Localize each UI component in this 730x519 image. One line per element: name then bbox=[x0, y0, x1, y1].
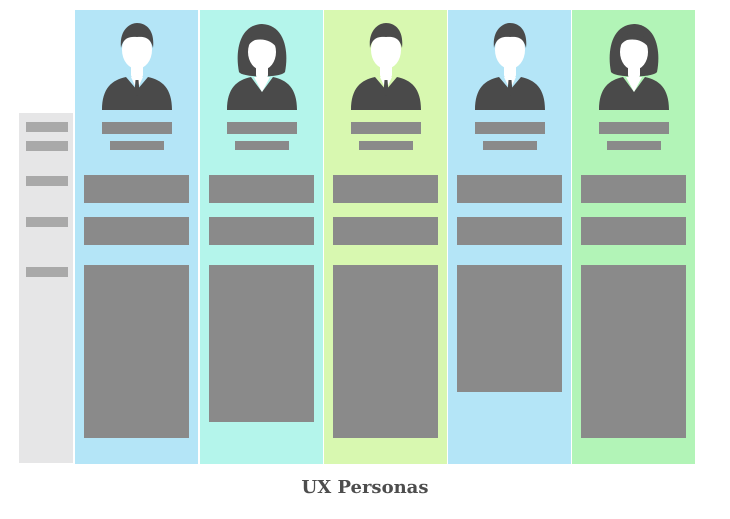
row-label-role bbox=[26, 141, 68, 151]
persona-notes-placeholder bbox=[84, 265, 189, 438]
persona-section-1-placeholder bbox=[457, 175, 562, 203]
persona-name-placeholder bbox=[102, 122, 172, 134]
persona-section-2-placeholder bbox=[333, 217, 438, 245]
persona-column bbox=[323, 10, 447, 464]
persona-role-placeholder bbox=[607, 141, 661, 150]
persona-column bbox=[199, 10, 323, 464]
persona-role-placeholder bbox=[235, 141, 289, 150]
persona-section-2-placeholder bbox=[209, 217, 314, 245]
persona-section-2-placeholder bbox=[457, 217, 562, 245]
persona-role-placeholder bbox=[359, 141, 413, 150]
row-label-section-3 bbox=[26, 267, 68, 277]
persona-section-2-placeholder bbox=[84, 217, 189, 245]
diagram-caption: UX Personas bbox=[301, 477, 429, 498]
persona-name-placeholder bbox=[475, 122, 545, 134]
persona-section-1-placeholder bbox=[333, 175, 438, 203]
female-avatar-icon bbox=[597, 22, 671, 110]
persona-column bbox=[447, 10, 571, 464]
female-avatar-icon bbox=[225, 22, 299, 110]
persona-notes-placeholder bbox=[209, 265, 314, 422]
persona-column bbox=[571, 10, 695, 464]
persona-column bbox=[75, 10, 198, 464]
male-avatar-icon bbox=[100, 22, 174, 110]
persona-name-placeholder bbox=[227, 122, 297, 134]
row-label-column bbox=[19, 113, 73, 463]
row-label-section-2 bbox=[26, 217, 68, 227]
persona-notes-placeholder bbox=[333, 265, 438, 438]
persona-role-placeholder bbox=[483, 141, 537, 150]
persona-section-1-placeholder bbox=[581, 175, 686, 203]
persona-name-placeholder bbox=[599, 122, 669, 134]
row-label-name bbox=[26, 122, 68, 132]
row-label-section-1 bbox=[26, 176, 68, 186]
persona-role-placeholder bbox=[110, 141, 164, 150]
persona-section-2-placeholder bbox=[581, 217, 686, 245]
persona-notes-placeholder bbox=[457, 265, 562, 392]
persona-section-1-placeholder bbox=[84, 175, 189, 203]
persona-name-placeholder bbox=[351, 122, 421, 134]
male-avatar-icon bbox=[349, 22, 423, 110]
persona-section-1-placeholder bbox=[209, 175, 314, 203]
persona-notes-placeholder bbox=[581, 265, 686, 438]
male-avatar-icon bbox=[473, 22, 547, 110]
